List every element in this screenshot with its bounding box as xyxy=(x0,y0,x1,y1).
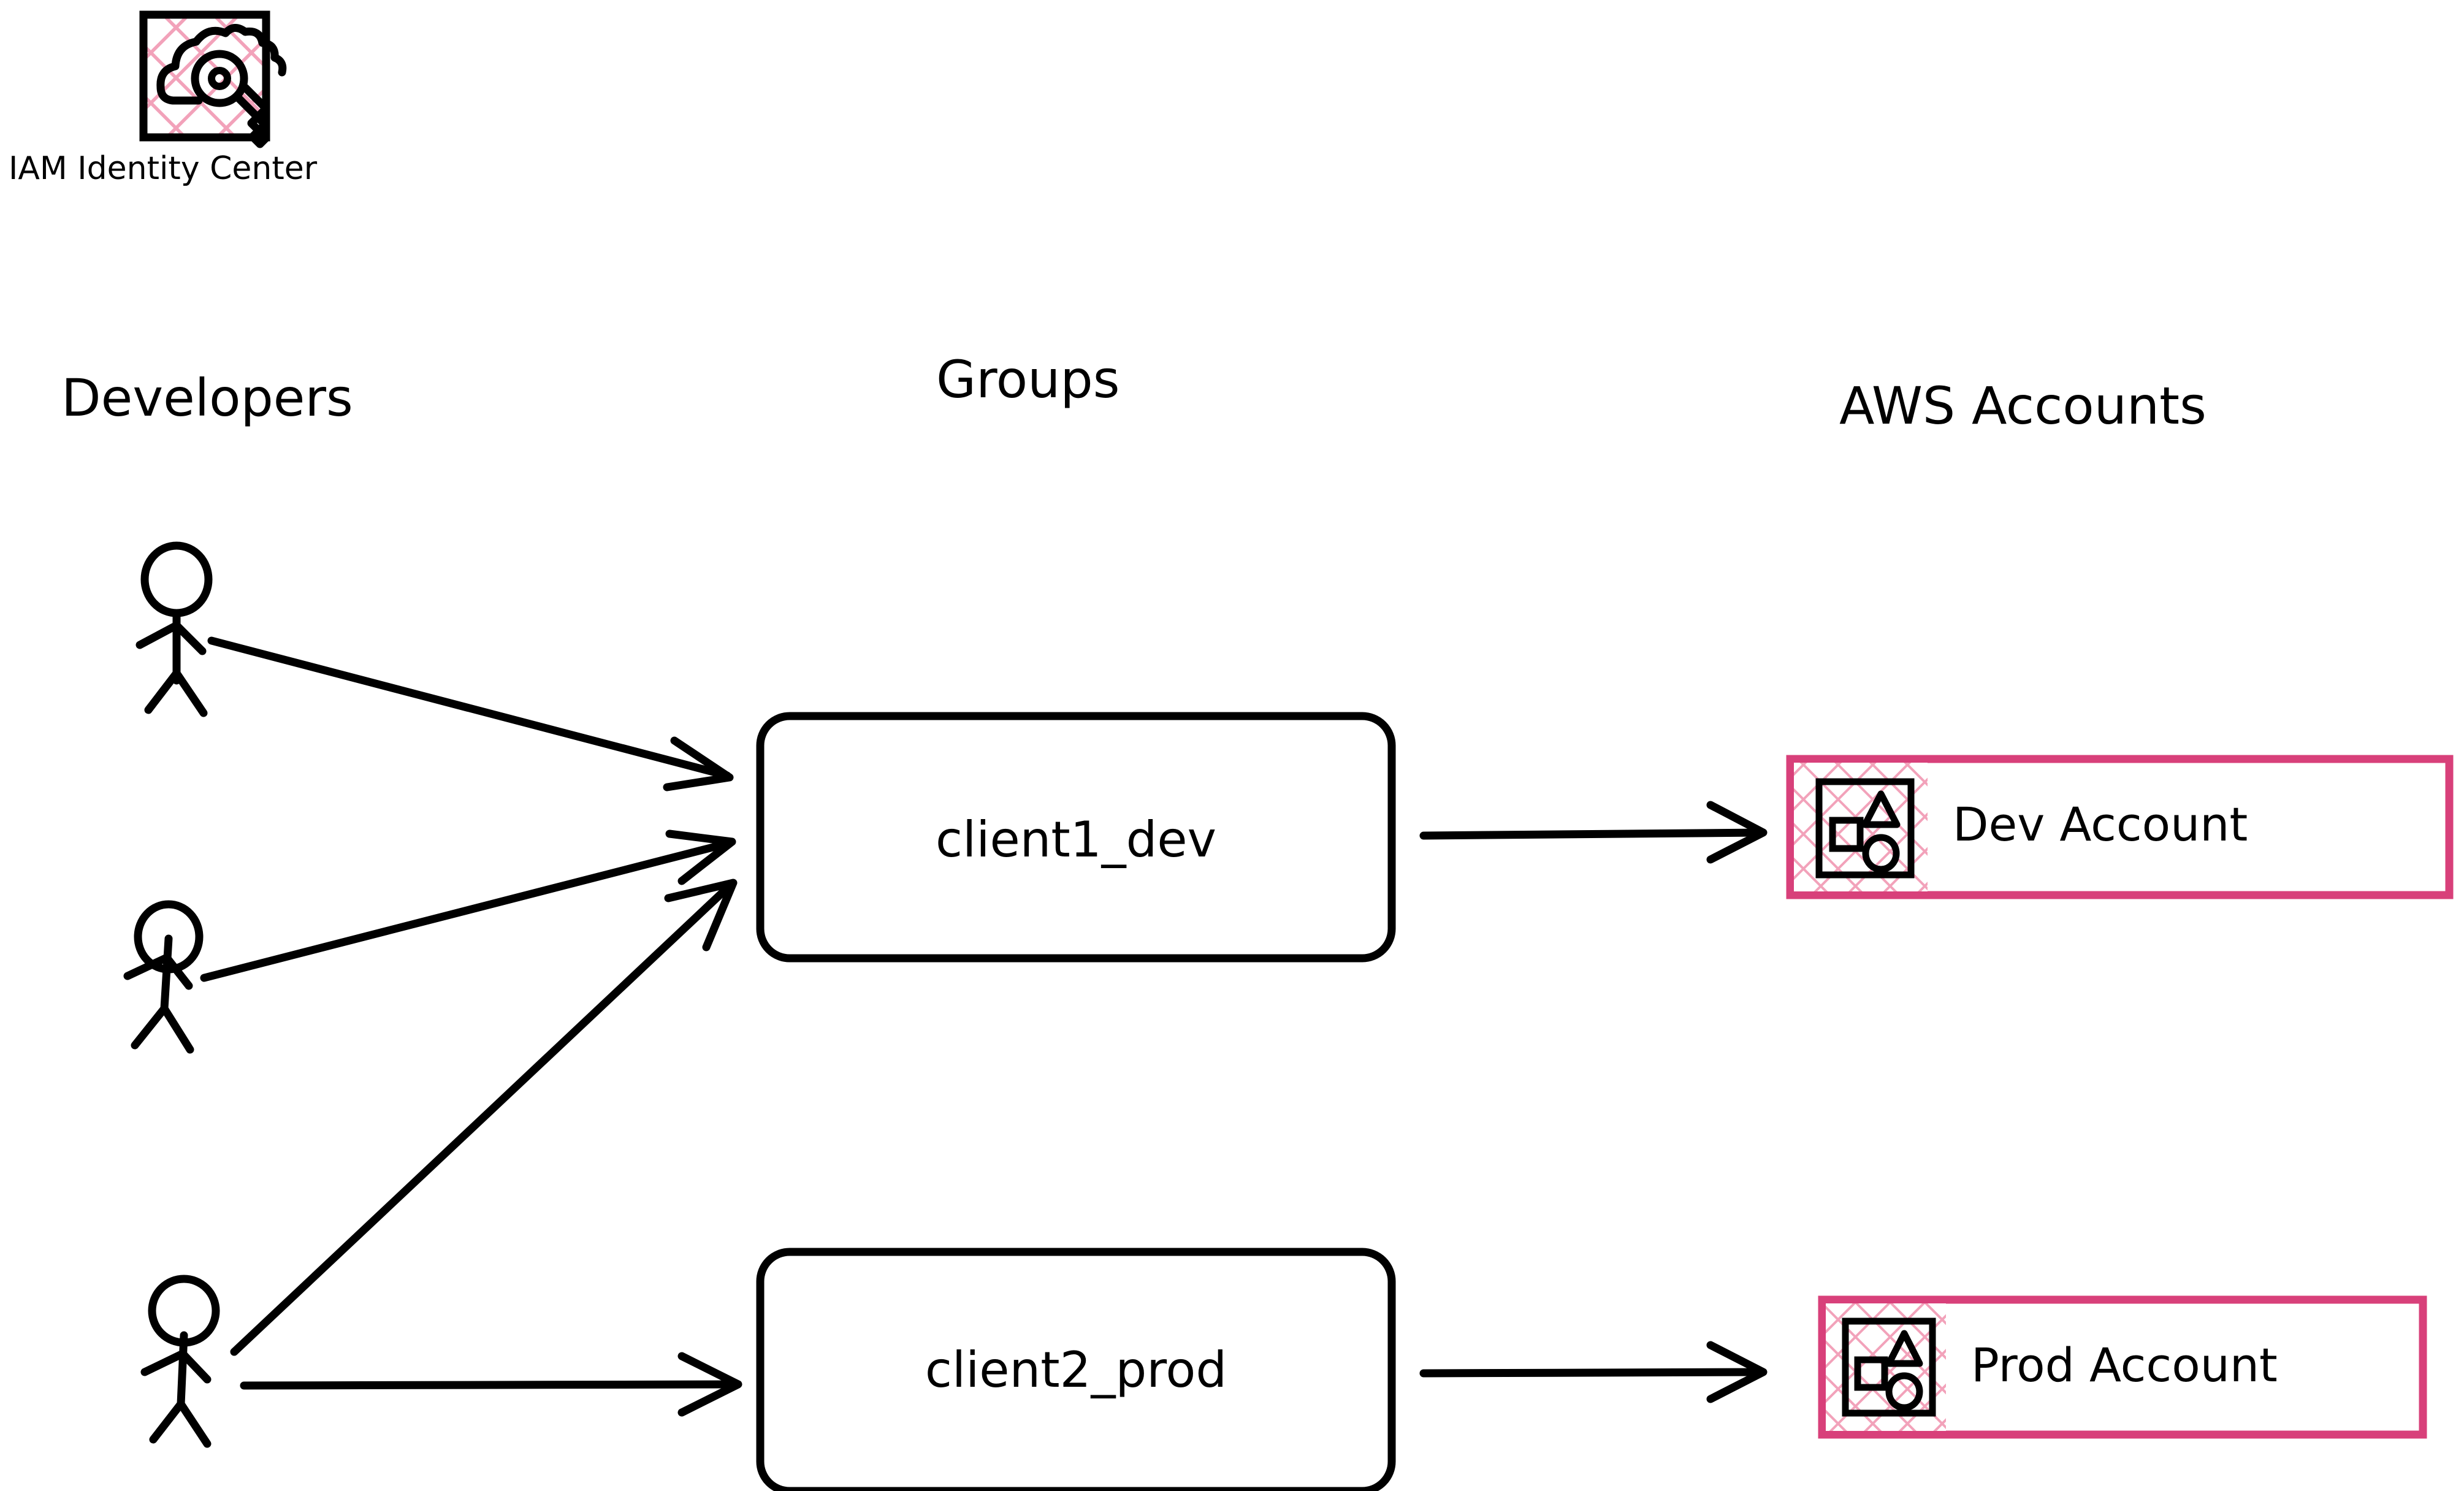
edge-client1dev-to-devaccount xyxy=(1419,801,1768,864)
column-heading-aws-accounts: AWS Accounts xyxy=(1839,376,2207,436)
shape-circle xyxy=(1885,1372,1923,1411)
leg-right xyxy=(172,669,208,717)
iam-identity-center-caption: IAM Identity Center xyxy=(9,150,318,187)
leg-left xyxy=(144,669,181,714)
leg-left xyxy=(149,1400,185,1444)
iam-identity-center-badge: IAM Identity Center xyxy=(9,10,318,187)
edge-line xyxy=(1419,828,1765,840)
group-node-box xyxy=(756,1248,1396,1491)
arrowhead xyxy=(665,829,736,885)
torso xyxy=(160,934,173,1013)
arm-left xyxy=(135,621,181,649)
group-node-box xyxy=(756,712,1396,963)
account-node-label: Dev Account xyxy=(1953,797,2248,852)
arrowhead xyxy=(1706,801,1768,864)
shape-circle xyxy=(1862,834,1900,873)
arm-right xyxy=(172,621,207,655)
edge-line xyxy=(200,839,734,982)
account-icon-frame xyxy=(1842,1317,1936,1417)
edge-line xyxy=(1419,1368,1765,1378)
arrowhead xyxy=(663,736,734,791)
edge-developer3-to-client2prod xyxy=(240,1352,742,1417)
group-node-label: client1_dev xyxy=(936,811,1216,868)
group-node-client2-prod[interactable]: client2_prod xyxy=(756,1248,1396,1491)
cloud-base xyxy=(156,83,203,105)
account-node-dev-account[interactable]: Dev Account xyxy=(1786,755,2454,899)
developer-stick-figure-1[interactable] xyxy=(135,541,213,717)
developer-stick-figure-2[interactable] xyxy=(123,900,204,1054)
shape-triangle xyxy=(1861,790,1901,828)
edge-client2prod-to-prodaccount xyxy=(1419,1341,1768,1403)
shape-square xyxy=(1854,1356,1888,1391)
account-node-label: Prod Account xyxy=(1971,1338,2278,1392)
arm-right xyxy=(178,1349,212,1384)
account-node-prod-account[interactable]: Prod Account xyxy=(1818,1295,2427,1439)
leg-left xyxy=(131,1004,169,1050)
edge-line xyxy=(207,636,731,780)
arrowhead xyxy=(1706,1341,1768,1403)
head xyxy=(140,541,213,617)
aws-account-shapes-icon xyxy=(1826,1303,1946,1431)
group-node-label: client2_prod xyxy=(925,1341,1227,1398)
key-head xyxy=(191,50,248,107)
arm-left xyxy=(140,1349,187,1376)
aws-account-shapes-icon xyxy=(1794,763,1928,891)
edge-developer2-to-client1dev xyxy=(200,829,736,982)
account-icon-frame xyxy=(1815,778,1915,879)
key-hole xyxy=(208,67,231,90)
column-heading-groups: Groups xyxy=(936,349,1120,410)
group-node-client1-dev[interactable]: client1_dev xyxy=(756,712,1396,963)
developer-stick-figure-3[interactable] xyxy=(140,1275,220,1448)
arm-left xyxy=(123,953,171,980)
edge-line xyxy=(230,880,735,1356)
column-heading-developers: Developers xyxy=(61,368,353,428)
edge-line xyxy=(240,1380,740,1390)
shape-triangle xyxy=(1885,1330,1923,1367)
leg-right xyxy=(177,1400,212,1448)
torso xyxy=(177,1331,188,1408)
shape-square xyxy=(1829,817,1864,852)
arrowhead xyxy=(677,1352,742,1417)
arrowhead xyxy=(664,879,738,951)
cloud-outline xyxy=(156,24,287,91)
key-shaft xyxy=(232,83,270,148)
leg-right xyxy=(160,1004,194,1054)
cloud-key-icon xyxy=(139,10,287,148)
arm-right xyxy=(162,953,193,990)
edge-developer1-to-client1dev xyxy=(207,636,734,791)
edge-developer3-to-client1dev xyxy=(230,879,738,1356)
